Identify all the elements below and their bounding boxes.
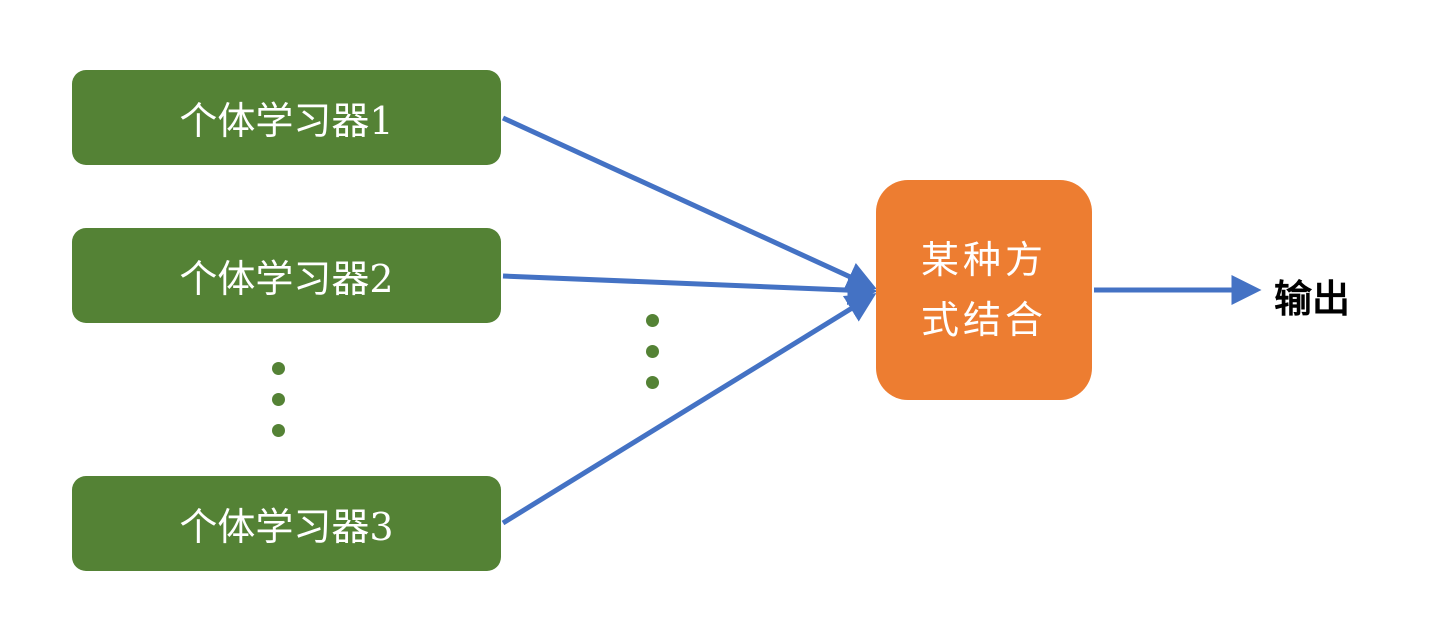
learner-label-3: 个体学习器3 (179, 505, 394, 549)
combiner-label-line1: 某种方 (920, 238, 1047, 282)
ellipsis-dot-arrows-3 (646, 376, 659, 389)
ellipsis-dot-arrows-2 (646, 345, 659, 358)
combiner-label-line2: 式结合 (920, 298, 1047, 342)
combiner-box: 某种方 式结合 (876, 180, 1092, 400)
arrow-learner3-to-combiner (501, 293, 877, 526)
arrow-learner2-to-combiner (502, 273, 878, 306)
output-label: 输出 (1274, 276, 1351, 321)
learner-box-1: 个体学习器1 (72, 70, 501, 165)
arrow-learner1-to-combiner (501, 115, 877, 291)
ellipsis-dot-learners-2 (272, 393, 285, 406)
ellipsis-dot-arrows-1 (646, 314, 659, 327)
learner-label-2: 个体学习器2 (179, 257, 394, 301)
ellipsis-dot-learners-1 (272, 362, 285, 375)
learner-box-3: 个体学习器3 (72, 476, 501, 571)
learner-box-2: 个体学习器2 (72, 228, 501, 323)
learner-label-1: 个体学习器1 (179, 99, 394, 143)
ellipsis-dot-learners-3 (272, 424, 285, 437)
